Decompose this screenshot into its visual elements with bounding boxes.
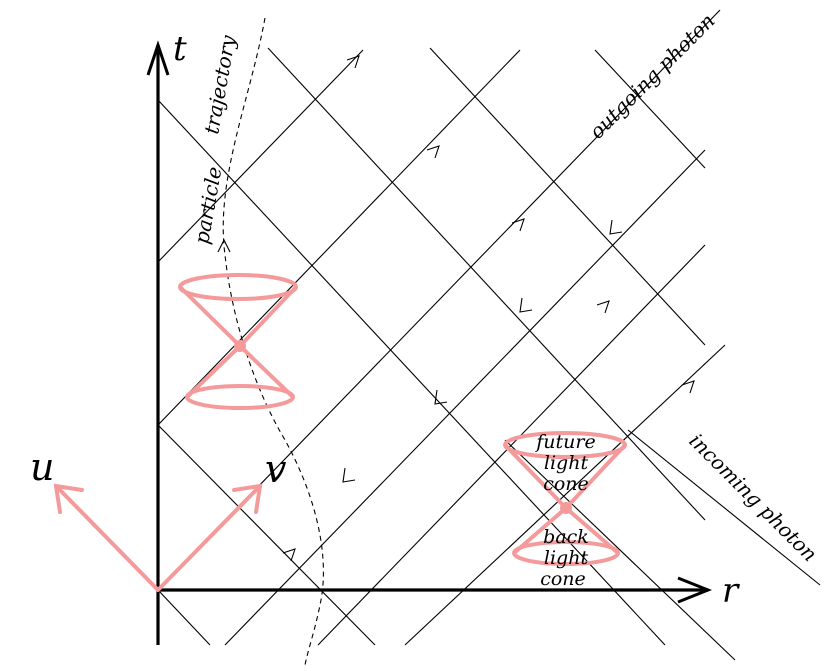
arrowhead-out-6 xyxy=(282,548,296,562)
particle-cone-edge-4 xyxy=(238,344,295,399)
particle-cone-edge-2 xyxy=(238,285,298,348)
back-cone-label-3: cone xyxy=(540,568,586,590)
future-cone-labels: future light cone xyxy=(534,431,595,495)
particle-label: particle xyxy=(189,165,226,246)
arrowhead-out-3 xyxy=(511,218,525,232)
arrowhead-in-2 xyxy=(519,297,533,313)
particle-cone-edge-3 xyxy=(185,344,242,399)
u-arrow xyxy=(56,486,160,592)
outgoing-line-6 xyxy=(404,344,726,646)
future-cone-edge-2 xyxy=(564,443,627,510)
incoming-photon-label: incoming photon xyxy=(684,429,822,567)
r-axis-arrowhead xyxy=(677,576,713,604)
incoming-line-6 xyxy=(594,49,706,169)
incoming-photon-lines xyxy=(157,47,821,661)
v-label: v xyxy=(265,447,287,491)
arrowhead-out-4 xyxy=(596,300,610,314)
outgoing-line-1 xyxy=(157,49,364,263)
arrowhead-out-5 xyxy=(681,380,695,394)
particle-cone-top-ellipse xyxy=(178,273,298,301)
outgoing-line-4 xyxy=(224,149,706,646)
future-cone-label-3: cone xyxy=(543,473,589,495)
v-arrow xyxy=(156,486,260,592)
photon-arrowheads xyxy=(282,55,695,562)
arrowhead-out-2 xyxy=(426,145,440,159)
t-axis-label: t xyxy=(173,29,187,69)
incoming-line-4 xyxy=(157,424,376,646)
null-coordinate-arrows xyxy=(53,483,263,592)
future-cone-edge-1 xyxy=(503,443,568,510)
incoming-line-2 xyxy=(267,47,706,521)
particle-cone-edge-1 xyxy=(178,285,242,348)
particle-light-cone xyxy=(178,273,298,410)
trajectory-label: trajectory xyxy=(199,33,240,136)
outgoing-line-5 xyxy=(317,244,706,646)
future-cone-label-2: light xyxy=(544,452,589,474)
outgoing-photon-lines xyxy=(157,9,726,646)
v-arrowhead xyxy=(232,483,263,514)
back-cone-label-2: light xyxy=(544,547,589,569)
back-cone-edge-1 xyxy=(512,506,568,555)
back-cone-label-1: back xyxy=(543,526,589,548)
back-cone-edge-2 xyxy=(564,506,620,555)
labelled-light-cone xyxy=(503,431,627,566)
arrowhead-out-1 xyxy=(346,55,360,69)
incoming-line-8 xyxy=(627,429,821,586)
back-cone-labels: back light cone xyxy=(540,526,589,590)
future-cone-label-1: future xyxy=(534,431,595,453)
t-axis-arrowhead xyxy=(146,40,170,76)
arrowhead-in-1 xyxy=(609,219,623,235)
arrowhead-in-4 xyxy=(342,467,356,483)
incoming-line-3 xyxy=(429,47,706,346)
outgoing-line-2 xyxy=(157,49,521,426)
incoming-line-7 xyxy=(504,439,736,661)
u-label: u xyxy=(30,445,54,489)
incoming-line-5 xyxy=(157,589,211,646)
u-arrowhead xyxy=(53,483,84,514)
r-axis-label: r xyxy=(722,571,740,611)
labelled-cone-vertex xyxy=(560,502,572,514)
trajectory-arrowhead xyxy=(217,238,231,253)
outgoing-photon-label: outgoing photon xyxy=(585,9,720,144)
particle-cone-vertex xyxy=(234,340,246,352)
arrowhead-in-3 xyxy=(434,389,448,405)
particle-cone-bottom-ellipse xyxy=(185,384,295,410)
incoming-line-1 xyxy=(157,99,666,646)
